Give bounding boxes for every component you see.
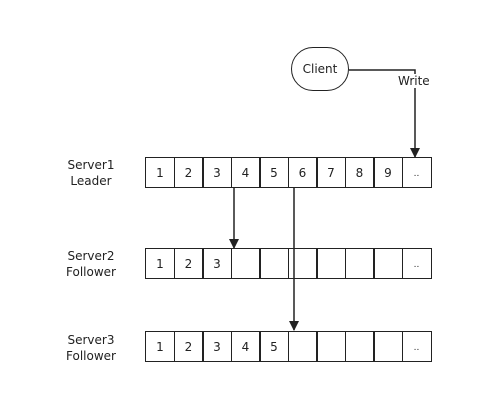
server1-log: 1 2 3 4 5 6 7 8 9 .. bbox=[145, 157, 432, 188]
write-label: Write bbox=[397, 74, 431, 88]
log-cell: 2 bbox=[173, 331, 204, 362]
server-role: Follower bbox=[66, 349, 116, 363]
log-cell bbox=[344, 331, 375, 362]
client-write-connector bbox=[349, 69, 420, 158]
log-cell: 9 bbox=[373, 157, 403, 188]
server-name: Server1 bbox=[67, 158, 115, 172]
log-cell: 5 bbox=[259, 331, 289, 362]
server3-label: Server3 Follower bbox=[46, 332, 136, 364]
log-cell: 5 bbox=[259, 157, 289, 188]
log-cell: 1 bbox=[145, 248, 175, 279]
log-cell: 4 bbox=[230, 157, 261, 188]
server-name: Server3 bbox=[67, 333, 115, 347]
client-node: Client bbox=[291, 47, 349, 91]
server2-log: 1 2 3 .. bbox=[145, 248, 432, 279]
log-cell-ellipsis: .. bbox=[401, 248, 432, 279]
server-role: Follower bbox=[66, 265, 116, 279]
server-role: Leader bbox=[70, 174, 112, 188]
log-cell: 2 bbox=[173, 157, 204, 188]
log-cell: 3 bbox=[202, 157, 232, 188]
log-cell bbox=[373, 331, 403, 362]
server3-log: 1 2 3 4 5 .. bbox=[145, 331, 432, 362]
server-name: Server2 bbox=[67, 249, 115, 263]
log-cell: 1 bbox=[145, 157, 175, 188]
log-cell bbox=[344, 248, 375, 279]
log-cell bbox=[259, 248, 289, 279]
log-cell: 8 bbox=[344, 157, 375, 188]
log-cell: 2 bbox=[173, 248, 204, 279]
log-cell: 4 bbox=[230, 331, 261, 362]
log-cell bbox=[316, 331, 346, 362]
log-cell bbox=[230, 248, 261, 279]
log-cell bbox=[316, 248, 346, 279]
server1-label: Server1 Leader bbox=[46, 157, 136, 189]
client-label: Client bbox=[302, 62, 338, 76]
log-cell: 3 bbox=[202, 248, 232, 279]
log-cell: 6 bbox=[287, 157, 318, 188]
log-cell-ellipsis: .. bbox=[401, 331, 432, 362]
server2-label: Server2 Follower bbox=[46, 248, 136, 280]
log-cell: 7 bbox=[316, 157, 346, 188]
log-cell bbox=[373, 248, 403, 279]
log-cell bbox=[287, 248, 318, 279]
log-cell: 1 bbox=[145, 331, 175, 362]
log-cell bbox=[287, 331, 318, 362]
log-cell-ellipsis: .. bbox=[401, 157, 432, 188]
log-cell: 3 bbox=[202, 331, 232, 362]
